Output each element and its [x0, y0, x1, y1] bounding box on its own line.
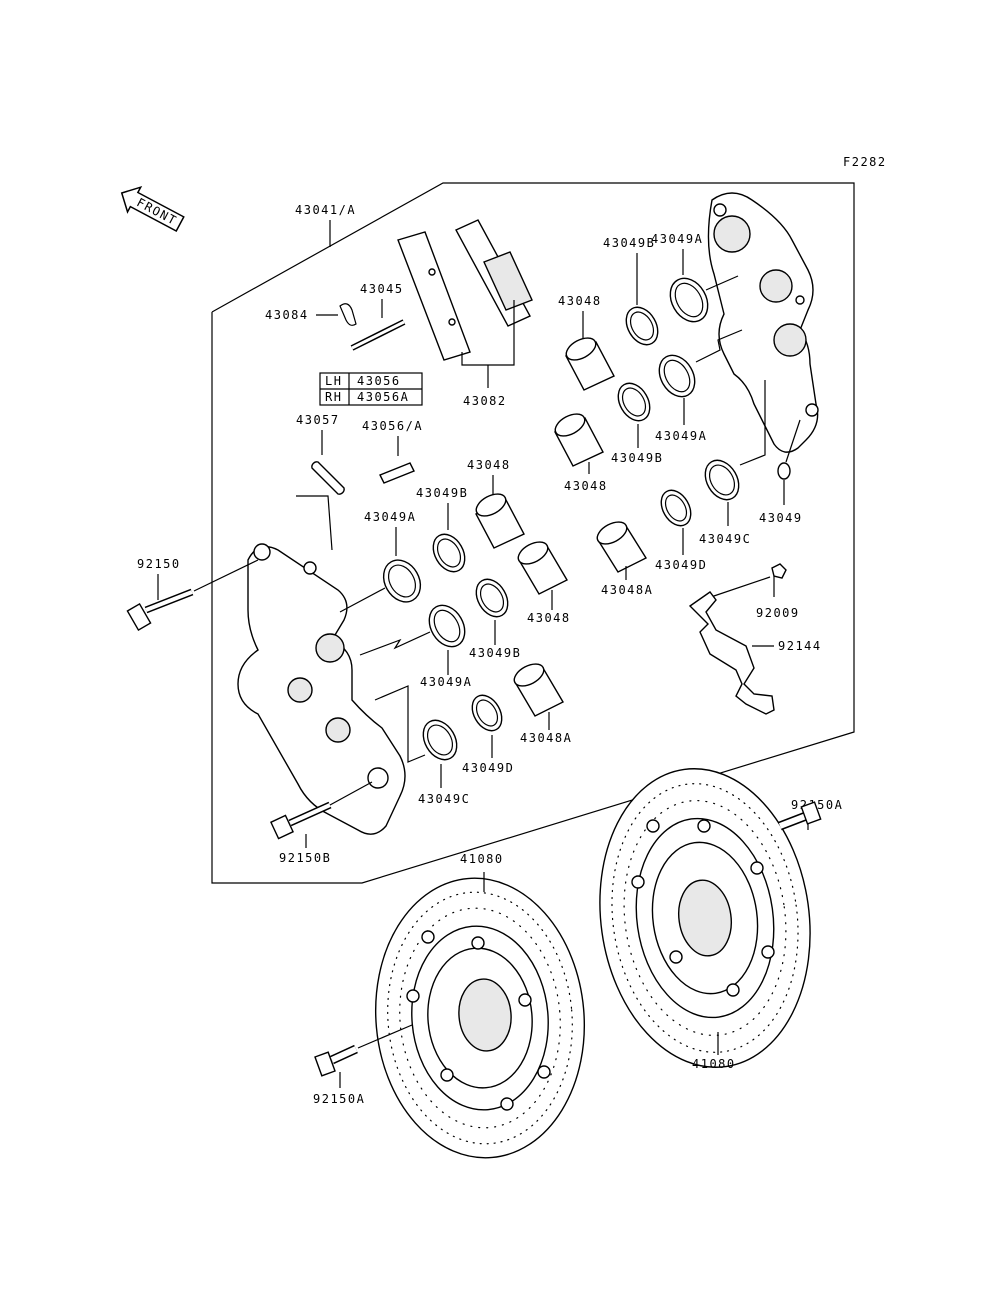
label-41080-left: 41080 — [460, 852, 504, 866]
piston-43048-d — [554, 413, 604, 467]
seal-43049B-b — [475, 578, 509, 618]
caliper-body-right — [707, 192, 819, 453]
table-side-rh: RH — [325, 390, 342, 404]
bleeder-valve — [379, 462, 415, 484]
figure-code: F2282 — [843, 155, 887, 169]
label-43049B-b: 43049B — [469, 646, 521, 660]
assembly-line-7 — [739, 380, 766, 466]
assembly-line-3 — [374, 685, 426, 763]
caliper-body-left — [237, 543, 406, 835]
label-43045: 43045 — [360, 282, 404, 296]
table-part-rh: 43056A — [357, 390, 409, 404]
label-43048-c: 43048 — [558, 294, 602, 308]
assembly-line-1 — [339, 587, 386, 613]
leader-92150-axis — [193, 559, 259, 592]
seal-43049A-b — [428, 604, 466, 648]
label-41080-right: 41080 — [692, 1057, 736, 1071]
label-43049B-a: 43049B — [416, 486, 468, 500]
piston-43048-a — [475, 493, 525, 549]
bolt-92150A-bottom — [314, 1044, 358, 1077]
seal-43049B-d — [617, 382, 651, 422]
label-43048A-b: 43048A — [601, 583, 653, 597]
brake-disc-left — [374, 877, 586, 1159]
label-43049C-b: 43049C — [699, 532, 751, 546]
label-92150A-bottom: 92150A — [313, 1092, 365, 1106]
seal-43049D-a — [471, 694, 503, 732]
label-43049: 43049 — [759, 511, 803, 525]
seal-43049C-a — [422, 719, 458, 761]
label-43049A-b: 43049A — [420, 675, 472, 689]
side-table: LH 43056 RH 43056A — [319, 372, 423, 406]
label-43049D-a: 43049D — [462, 761, 514, 775]
bolt-92150A-top — [778, 801, 822, 831]
seal-43049B-a — [432, 533, 466, 573]
assembly-line-9 — [707, 576, 771, 599]
piston-43048-c — [565, 337, 615, 391]
assembly-line-5 — [705, 275, 739, 291]
label-43049A-a: 43049A — [364, 510, 416, 524]
label-92150: 92150 — [137, 557, 181, 571]
seal-43049A-a — [382, 559, 422, 603]
seal-43049A-d — [658, 354, 696, 398]
assembly-line-6 — [695, 329, 743, 363]
seal-43049B-c — [625, 306, 659, 346]
pad-pin — [350, 319, 406, 351]
label-43049C-a: 43049C — [418, 792, 470, 806]
table-part-lh: 43056 — [357, 374, 401, 388]
label-92144: 92144 — [778, 639, 822, 653]
label-43056A: 43056/A — [362, 419, 423, 433]
bracket-92144 — [688, 591, 775, 715]
label-43049A-d: 43049A — [655, 429, 707, 443]
seal-43049D-b — [660, 489, 692, 527]
front-arrow-icon: FRONT — [120, 185, 185, 233]
piston-43048A-a — [513, 663, 564, 717]
assembly-line-4 — [296, 495, 333, 551]
table-side-lh: LH — [325, 374, 342, 388]
leader-92150A-bottom-axis — [357, 1024, 413, 1049]
label-92150B: 92150B — [279, 851, 331, 865]
label-92009: 92009 — [756, 606, 800, 620]
label-43049A-c: 43049A — [651, 232, 703, 246]
assembly-line-2 — [359, 631, 431, 656]
seal-43049 — [777, 462, 791, 480]
assembly-boundary — [211, 182, 855, 884]
label-43082: 43082 — [463, 394, 507, 408]
assembly-line-8 — [785, 419, 801, 463]
bleeder-cap — [311, 461, 345, 495]
pad-pin-clip — [339, 303, 357, 326]
label-43057: 43057 — [296, 413, 340, 427]
piston-43048-b — [517, 541, 568, 595]
seal-43049C-b — [704, 459, 740, 501]
label-43049B-c: 43049B — [603, 236, 655, 250]
label-43048-b: 43048 — [527, 611, 571, 625]
label-43049B-d: 43049B — [611, 451, 663, 465]
brake-pad-inner — [397, 231, 471, 361]
label-43049D-b: 43049D — [655, 558, 707, 572]
label-43048-d: 43048 — [564, 479, 608, 493]
label-43048-a: 43048 — [467, 458, 511, 472]
leader-92150B-axis — [329, 781, 373, 806]
brake-disc-right — [599, 768, 811, 1068]
brake-pad-outer — [455, 219, 533, 327]
bolt-92150 — [126, 588, 194, 631]
piston-43048A-b — [596, 521, 648, 573]
label-43041A: 43041/A — [295, 203, 356, 217]
label-43084: 43084 — [265, 308, 309, 322]
label-43048A-a: 43048A — [520, 731, 572, 745]
screw-92009 — [771, 563, 787, 579]
seal-43049A-c — [669, 277, 709, 323]
bolt-92150B — [270, 801, 332, 840]
